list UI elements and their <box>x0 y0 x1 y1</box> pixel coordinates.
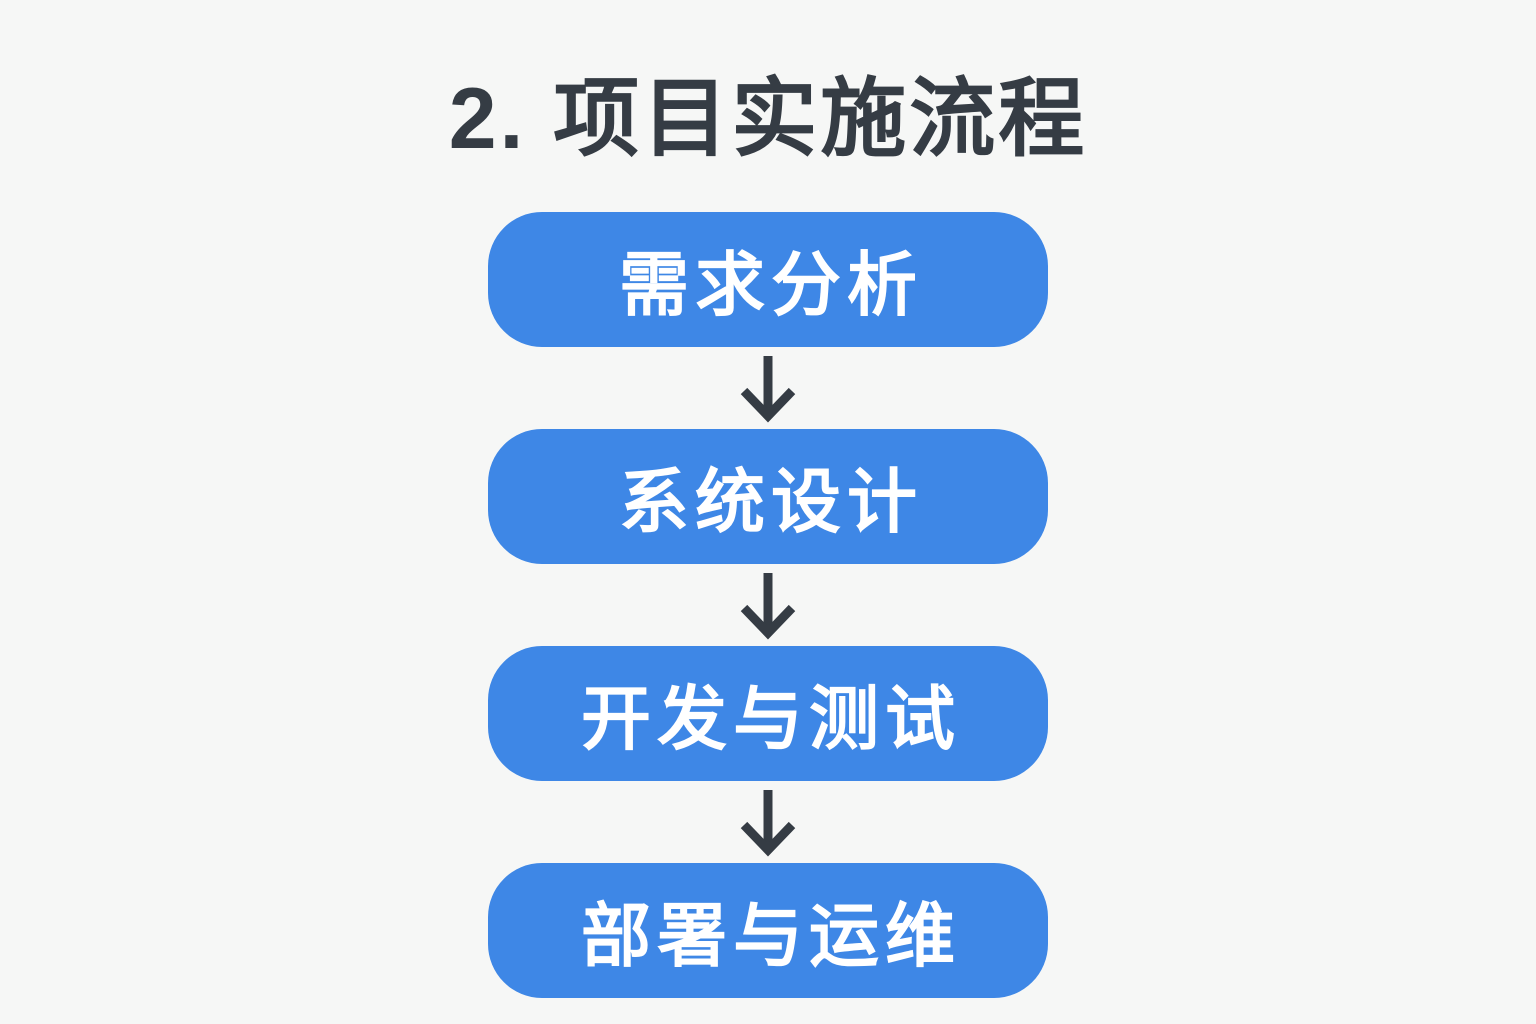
flow-step-label: 系统设计 <box>619 463 923 541</box>
flow-step-label: 需求分析 <box>619 246 923 324</box>
flow-step-label: 开发与测试 <box>581 680 961 758</box>
flow-step-deployment-and-operations: 部署与运维 <box>488 863 1048 998</box>
down-arrow-icon <box>740 790 796 857</box>
down-arrow-icon <box>740 573 796 640</box>
flow-step-label: 部署与运维 <box>581 897 961 975</box>
flow-step-development-and-testing: 开发与测试 <box>488 646 1048 781</box>
flow-step-system-design: 系统设计 <box>488 429 1048 564</box>
flow-step-requirements-analysis: 需求分析 <box>488 212 1048 347</box>
flowchart: 需求分析 系统设计 开发与测试 部署与运维 <box>0 212 1536 998</box>
down-arrow-icon <box>740 356 796 423</box>
page-title: 2. 项目实施流程 <box>448 71 1088 167</box>
